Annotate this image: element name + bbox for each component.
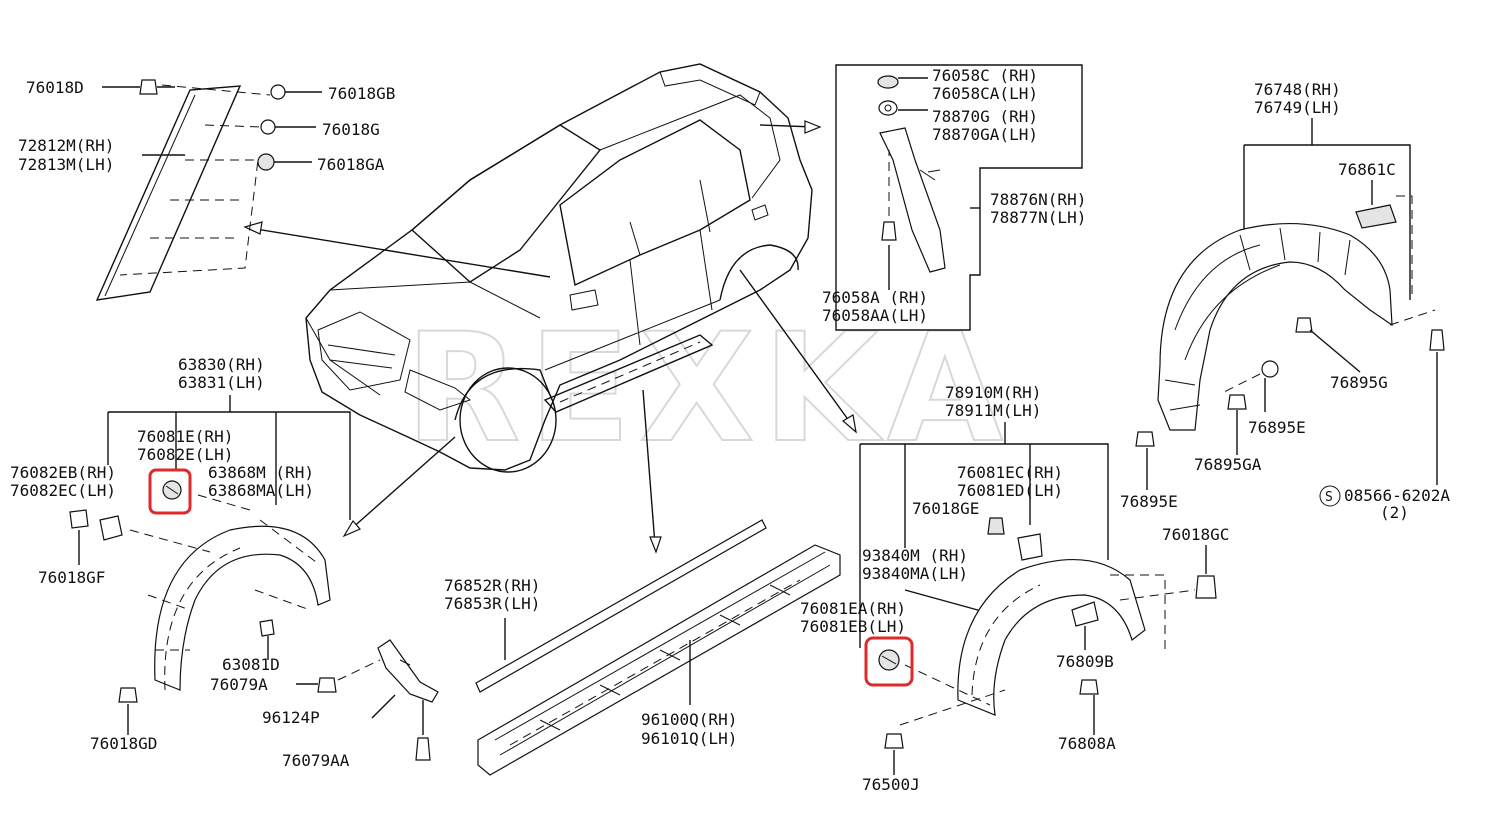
label-76081EA: 76081EA(RH)	[800, 599, 906, 618]
highlight-clip-front	[148, 468, 192, 515]
label-76082EB: 76082EB(RH)	[10, 463, 116, 482]
label-76018G: 76018G	[322, 120, 380, 139]
label-78870G: 78870G (RH)	[932, 107, 1038, 126]
label-78876N: 78876N(RH)	[990, 190, 1086, 209]
label-96100Q: 96100Q(RH)	[641, 710, 737, 729]
label-08566-qty: (2)	[1380, 503, 1409, 522]
front-flare-group	[69, 395, 439, 761]
label-76079A: 76079A	[210, 675, 268, 694]
label-78870GA: 78870GA(LH)	[932, 125, 1038, 144]
label-76895E-upper: 76895E	[1248, 418, 1306, 437]
wheel-liner-group	[1135, 118, 1445, 507]
label-08566-circle: S	[1325, 490, 1333, 505]
label-63081D: 63081D	[222, 655, 280, 674]
label-76079AA: 76079AA	[282, 751, 350, 770]
rear-flare-group	[859, 422, 1217, 775]
label-76018GC: 76018GC	[1162, 525, 1229, 544]
label-63831: 63831(LH)	[178, 373, 265, 392]
label-76081EB: 76081EB(LH)	[800, 617, 906, 636]
bracket-box-group	[835, 64, 1083, 331]
label-08566: 08566-6202A	[1344, 486, 1450, 505]
label-76018D: 76018D	[26, 78, 84, 97]
label-96101Q: 96101Q(LH)	[641, 729, 737, 748]
label-78910M: 78910M(RH)	[945, 383, 1041, 402]
label-76058CA: 76058CA(LH)	[932, 84, 1038, 103]
label-76081EC: 76081EC(RH)	[957, 463, 1063, 482]
label-76081ED: 76081ED(LH)	[957, 481, 1063, 500]
label-76058A: 76058A (RH)	[822, 288, 928, 307]
watermark: REXKA	[405, 302, 1011, 476]
label-76748: 76748(RH)	[1254, 80, 1341, 99]
label-96124P: 96124P	[262, 708, 320, 727]
label-72812M: 72812M(RH)	[18, 136, 114, 155]
label-93840M: 93840M (RH)	[862, 546, 968, 565]
label-76018GF: 76018GF	[38, 568, 105, 587]
label-76081E: 76081E(RH)	[137, 427, 233, 446]
label-76895E-lower: 76895E	[1120, 492, 1178, 511]
label-93840MA: 93840MA(LH)	[862, 564, 968, 583]
label-63868M: 63868M (RH)	[208, 463, 314, 482]
label-76082E: 76082E(LH)	[137, 445, 233, 464]
pillar-moulding-group	[95, 79, 322, 301]
label-76018GB: 76018GB	[328, 84, 395, 103]
label-76018GE: 76018GE	[912, 499, 979, 518]
highlight-clip-rear	[864, 636, 914, 687]
label-76058C: 76058C (RH)	[932, 66, 1038, 85]
label-76895GA: 76895GA	[1194, 455, 1262, 474]
label-76082EC: 76082EC(LH)	[10, 481, 116, 500]
label-76852R: 76852R(RH)	[444, 576, 540, 595]
label-78911M: 78911M(LH)	[945, 401, 1041, 420]
vehicle-illustration	[305, 63, 813, 473]
label-78877N: 78877N(LH)	[990, 208, 1086, 227]
label-63830: 63830(RH)	[178, 355, 265, 374]
label-76808A: 76808A	[1058, 734, 1116, 753]
label-63868MA: 63868MA(LH)	[208, 481, 314, 500]
label-76809B: 76809B	[1056, 652, 1114, 671]
label-76895G: 76895G	[1330, 373, 1388, 392]
label-76861C: 76861C	[1338, 160, 1396, 179]
label-76500J: 76500J	[862, 775, 920, 794]
label-76853R: 76853R(LH)	[444, 594, 540, 613]
label-76749: 76749(LH)	[1254, 98, 1341, 117]
leader-arrows	[243, 120, 857, 554]
label-72813M: 72813M(LH)	[18, 155, 114, 174]
label-76018GA: 76018GA	[317, 155, 385, 174]
label-76058AA: 76058AA(LH)	[822, 306, 928, 325]
running-board-group	[475, 519, 841, 776]
label-76018GD: 76018GD	[90, 734, 157, 753]
